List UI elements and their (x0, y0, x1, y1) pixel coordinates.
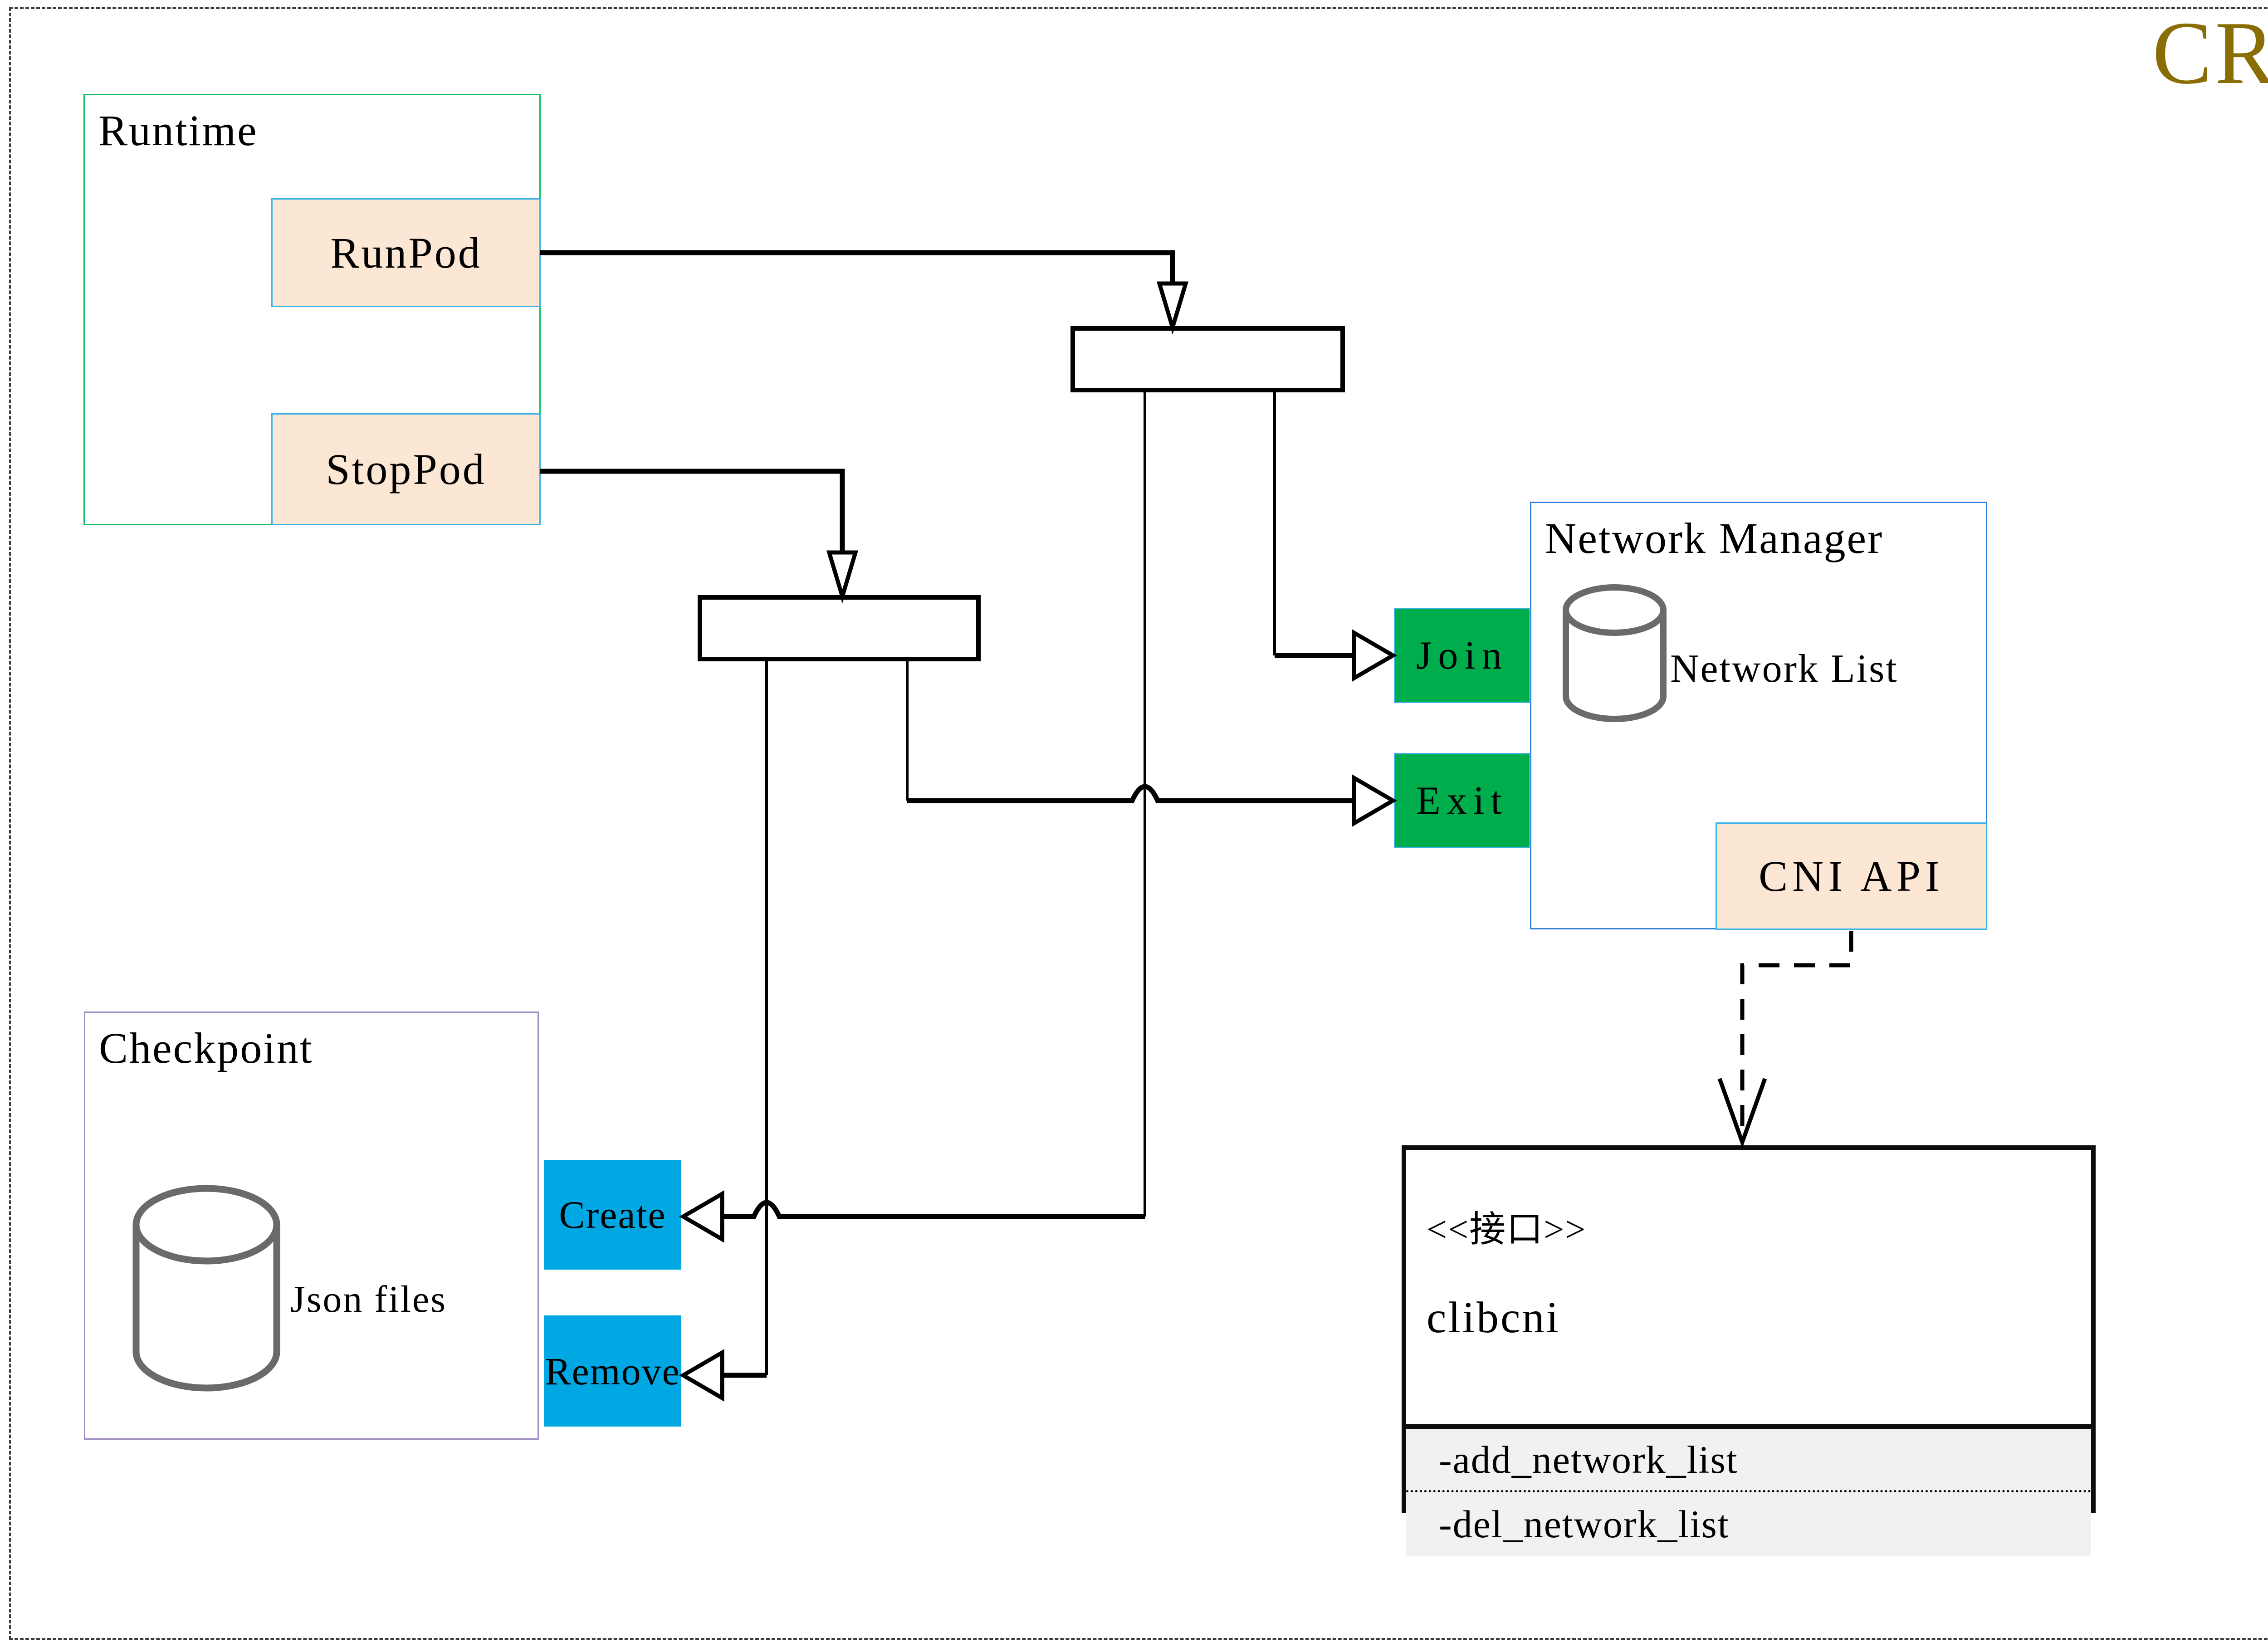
runpod-node: RunPod (271, 198, 541, 307)
cni-api-label: CNI API (1759, 852, 1944, 900)
clibcni-interface-box: <<接口>> clibcni -add_network_list -del_ne… (1402, 1145, 2096, 1556)
runtime-title: Runtime (98, 106, 258, 155)
stoppod-node: StopPod (271, 413, 541, 525)
remove-node: Remove (544, 1315, 681, 1427)
cni-api-node: CNI API (1716, 822, 1987, 930)
checkpoint-title: Checkpoint (99, 1024, 313, 1072)
clibcni-name: clibcni (1427, 1293, 1560, 1342)
clibcni-header: <<接口>> clibcni (1406, 1200, 2091, 1429)
network-list-label: Network List (1670, 647, 1898, 691)
exit-node: Exit (1394, 753, 1530, 848)
stoppod-junction-bar (698, 595, 981, 661)
json-files-label: Json files (290, 1278, 447, 1320)
diagram-title-cri: CRI (2152, 3, 2268, 103)
runpod-junction-bar (1070, 326, 1345, 392)
network-manager-title: Network Manager (1545, 514, 1884, 562)
remove-label: Remove (545, 1349, 680, 1393)
create-label: Create (559, 1193, 666, 1236)
clibcni-method-del: -del_network_list (1439, 1502, 1730, 1546)
clibcni-stereotype: <<接口>> (1427, 1210, 1587, 1250)
join-label: Join (1416, 633, 1508, 678)
checkpoint-box: Checkpoint (84, 1012, 539, 1440)
clibcni-method-add: -add_network_list (1406, 1429, 2091, 1492)
create-node: Create (544, 1160, 681, 1270)
runpod-label: RunPod (330, 228, 482, 277)
clibcni-methods-section: -add_network_list -del_network_list (1406, 1429, 2091, 1556)
stoppod-label: StopPod (326, 445, 486, 494)
outer-dashed-border (9, 7, 2268, 1640)
exit-label: Exit (1416, 778, 1508, 823)
join-node: Join (1394, 608, 1530, 703)
